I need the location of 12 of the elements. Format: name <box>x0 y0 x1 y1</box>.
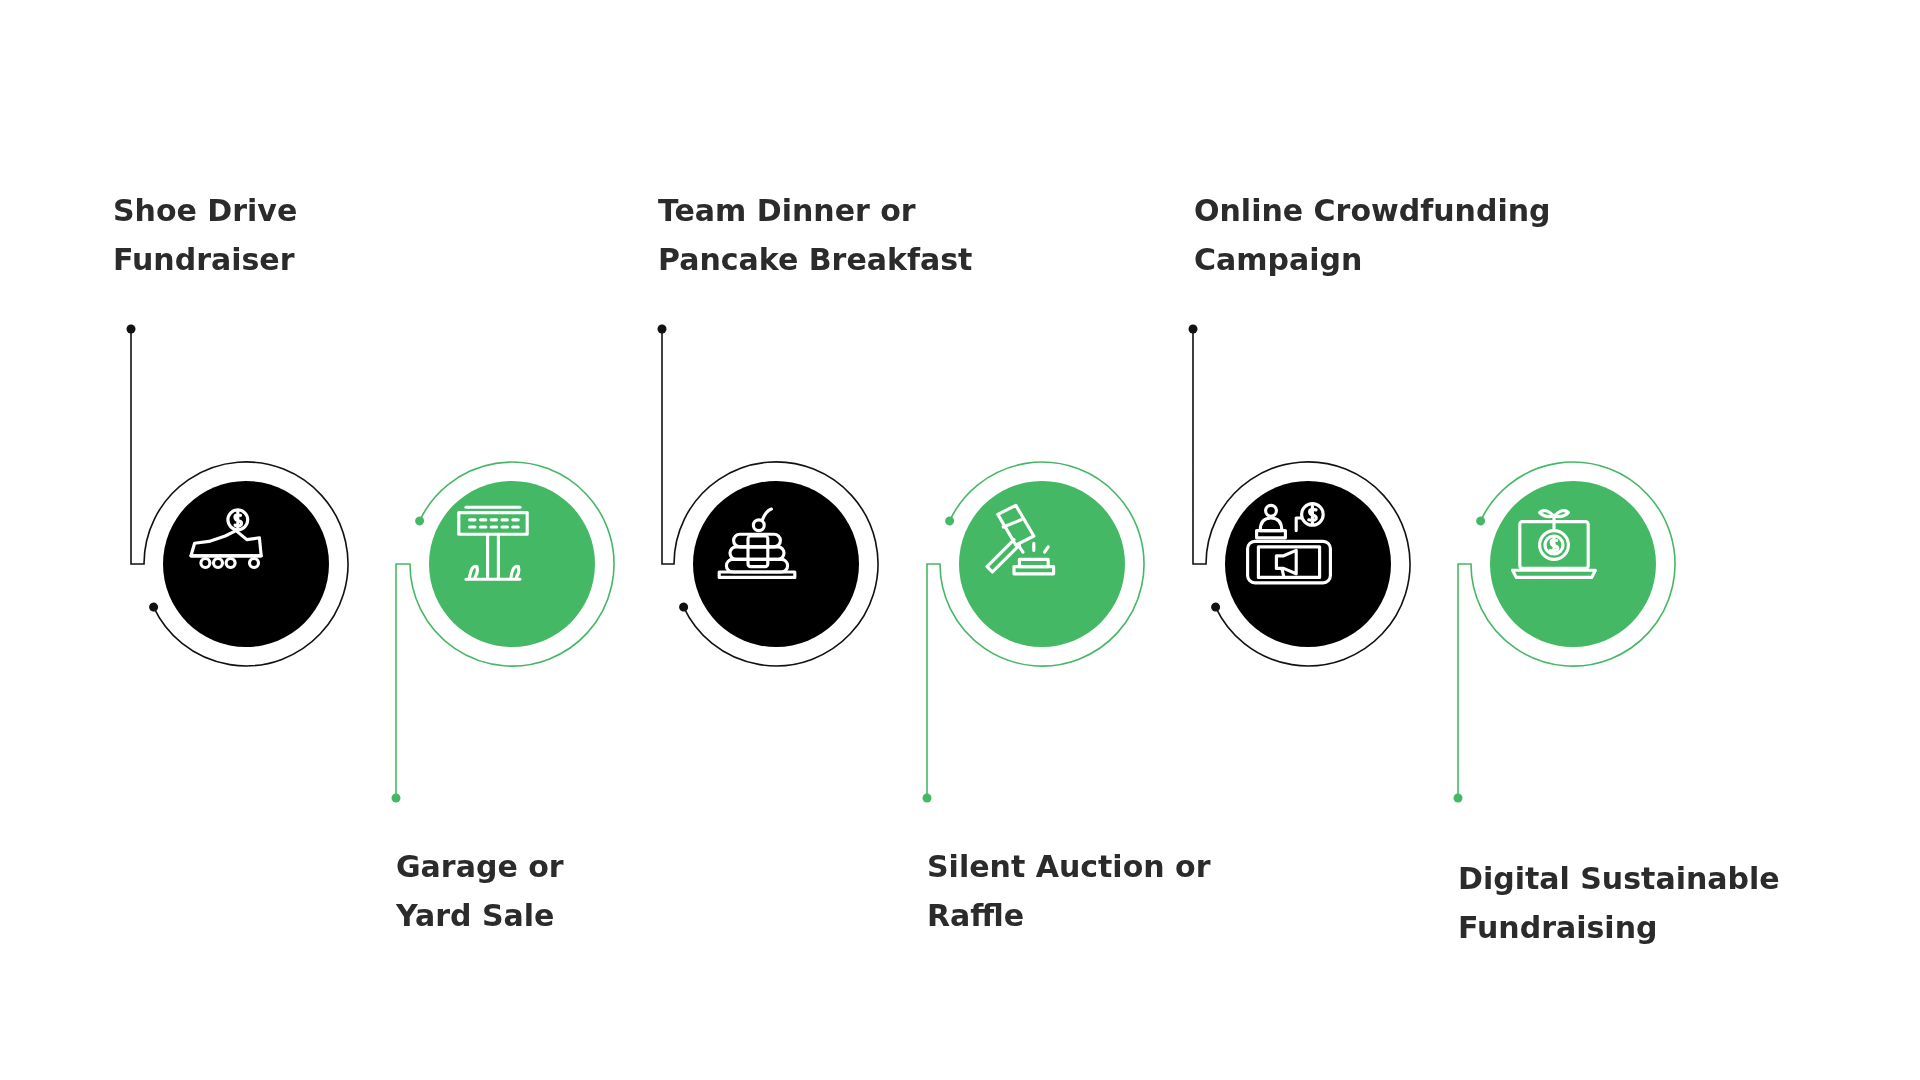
leader-line <box>126 324 349 667</box>
item-title: Silent Auction or Raffle <box>927 848 1212 935</box>
item-title: Garage or Yard Sale <box>396 848 565 935</box>
item-title: Digital Sustainable Fundraising <box>1458 860 1781 947</box>
item-title: Team Dinner or Pancake Breakfast <box>658 192 974 279</box>
item-title: Online Crowdfunding Campaign <box>1194 192 1552 279</box>
leader-line <box>657 324 879 667</box>
leader-line <box>391 461 615 803</box>
leader-line <box>1453 461 1676 803</box>
item-title: Shoe Drive Fundraiser <box>113 192 299 279</box>
leader-line <box>1188 324 1411 667</box>
leader-line <box>922 461 1145 803</box>
